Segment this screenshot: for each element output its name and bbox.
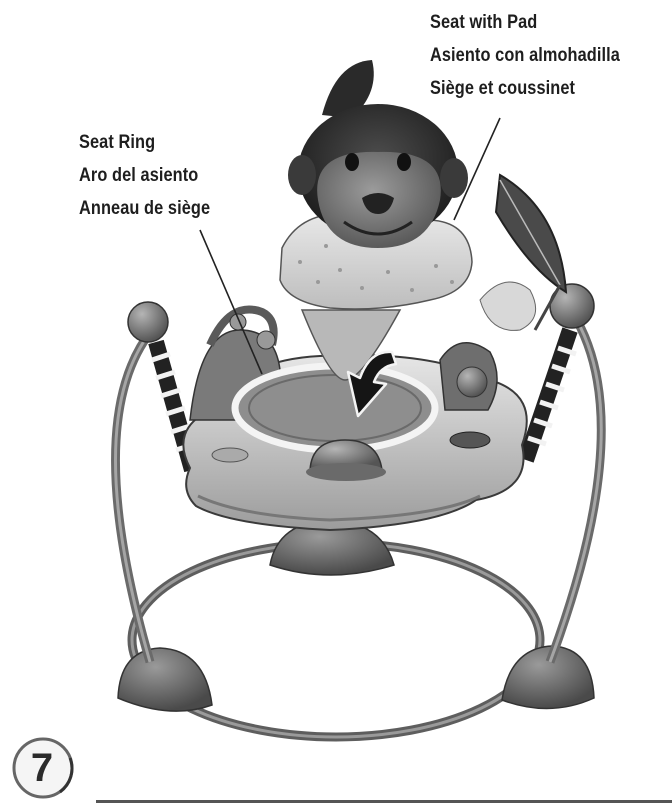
callout-spanish: Asiento con almohadilla: [430, 39, 620, 72]
step-number: 7: [14, 742, 70, 794]
callout-english: Seat Ring: [79, 126, 210, 159]
callout-spanish: Aro del asiento: [79, 159, 210, 192]
seat-ring-callout: Seat Ring Aro del asiento Anneau de sièg…: [79, 126, 210, 225]
base-feet: [118, 520, 594, 711]
callout-french: Siège et coussinet: [430, 72, 620, 105]
callout-english: Seat with Pad: [430, 6, 620, 39]
seat-ring: [235, 366, 435, 450]
seat-with-pad-callout: Seat with Pad Asiento con almohadilla Si…: [430, 6, 620, 105]
footer-divider: [96, 800, 672, 803]
right-spring: [526, 330, 576, 460]
callout-french: Anneau de siège: [79, 192, 210, 225]
left-arch-cap: [128, 302, 168, 342]
